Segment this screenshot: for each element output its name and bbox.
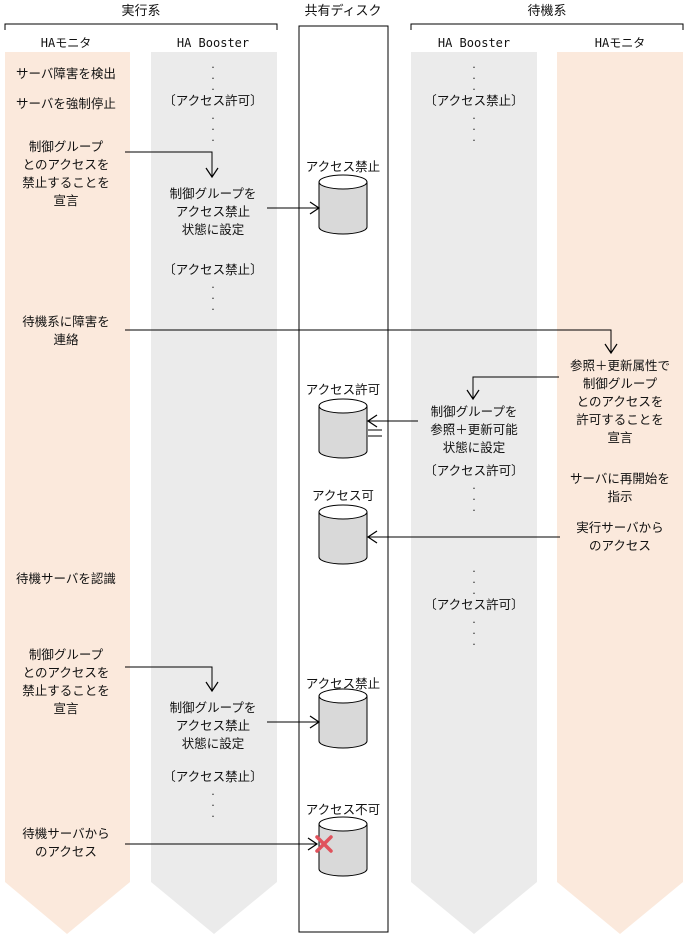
ellipsis-dots: · · · [472, 565, 476, 600]
declare-deny-label-1: 制御グループとのアクセスを禁止することを宣言 [22, 139, 110, 208]
arrowhead-down-4 [205, 681, 219, 693]
standby-monitor-lane [557, 52, 683, 934]
active-booster-header: HA Booster [176, 36, 250, 50]
disk-cylinder-3 [318, 504, 368, 565]
standby-access-denied-state: 〔アクセス禁止〕 [424, 93, 524, 108]
access-denied-state-2: 〔アクセス禁止〕 [163, 769, 263, 784]
disk-state-5: アクセス不可 [305, 802, 381, 817]
access-denied-state-1: 〔アクセス禁止〕 [163, 262, 263, 277]
declare-deny-label-2: 制御グループとのアクセスを禁止することを宣言 [22, 647, 110, 716]
arrowhead-right-3 [307, 837, 319, 851]
recognize-standby-label: 待機サーバを認識 [16, 571, 116, 586]
active-group-bracket [4, 23, 278, 30]
active-server-access-label: 実行サーバからのアクセス [576, 520, 664, 553]
active-monitor-header: HAモニタ [40, 36, 92, 50]
standby-access-allowed-state-1: 〔アクセス許可〕 [424, 463, 524, 478]
detect-failure-label: サーバ障害を検出 [16, 66, 116, 81]
disk-state-1: アクセス禁止 [305, 159, 381, 174]
declare-to-booster-arrow-2 [125, 666, 213, 690]
ellipsis-dots: · · · [472, 616, 476, 651]
access-denied-cross-icon [315, 835, 333, 853]
disk-cylinder-4 [318, 688, 368, 749]
set-deny-label-1: 制御グループをアクセス禁止状態に設定 [169, 186, 257, 237]
standby-access-allowed-state-2: 〔アクセス許可〕 [424, 597, 524, 612]
disk-cylinder-1 [318, 174, 368, 235]
arrowhead-right-2 [309, 715, 321, 729]
force-stop-label: サーバを強制停止 [16, 96, 116, 111]
disk-state-4: アクセス禁止 [305, 676, 381, 691]
standby-group-bracket [410, 23, 684, 30]
arrowhead-down-3 [466, 389, 480, 401]
set-readwrite-label: 制御グループを参照＋更新可能状態に設定 [430, 404, 518, 455]
monitor-to-standby-booster-arrow [472, 376, 559, 398]
access-allowed-state-1: 〔アクセス許可〕 [163, 93, 263, 108]
active-booster-lane [151, 52, 277, 934]
ellipsis-dots: · · · [472, 112, 476, 147]
set-deny-label-2: 制御グループをアクセス禁止状態に設定 [169, 700, 257, 751]
active-monitor-lane [5, 52, 130, 934]
standby-booster-lane [411, 52, 537, 934]
ellipsis-dots: · · · [211, 61, 215, 96]
ellipsis-dots: · · · [211, 112, 215, 147]
ellipsis-dots: · · · [211, 281, 215, 316]
arrowhead-left-2 [366, 530, 378, 544]
standby-booster-header: HA Booster [437, 36, 511, 50]
arrowhead-right-1 [309, 201, 321, 215]
disk-state-2: アクセス許可 [305, 382, 381, 397]
disk-cylinder-2 [318, 398, 368, 459]
restart-server-label: サーバに再開始を指示 [570, 471, 670, 504]
disk-state-3: アクセス可 [312, 488, 374, 503]
declare-to-booster-arrow-1 [125, 151, 213, 176]
arrowhead-left-1 [366, 414, 378, 428]
active-group-header: 実行系 [121, 4, 161, 19]
declare-allow-label: 参照＋更新属性で制御グループとのアクセスを許可することを宣言 [569, 358, 671, 445]
standby-monitor-header: HAモニタ [594, 36, 646, 50]
notify-standby-label: 待機系に障害を連絡 [22, 314, 110, 347]
ellipsis-dots: · · · [211, 788, 215, 823]
ellipsis-dots: · · · [472, 482, 476, 517]
arrowhead-down-1 [205, 167, 219, 179]
shared-disk-header: 共有ディスク [304, 4, 382, 19]
arrowhead-down-2 [604, 343, 618, 355]
ellipsis-dots: · · · [472, 61, 476, 96]
standby-server-access-label: 待機サーバからのアクセス [22, 826, 110, 859]
standby-group-header: 待機系 [527, 4, 567, 19]
notify-standby-arrow [125, 329, 612, 352]
